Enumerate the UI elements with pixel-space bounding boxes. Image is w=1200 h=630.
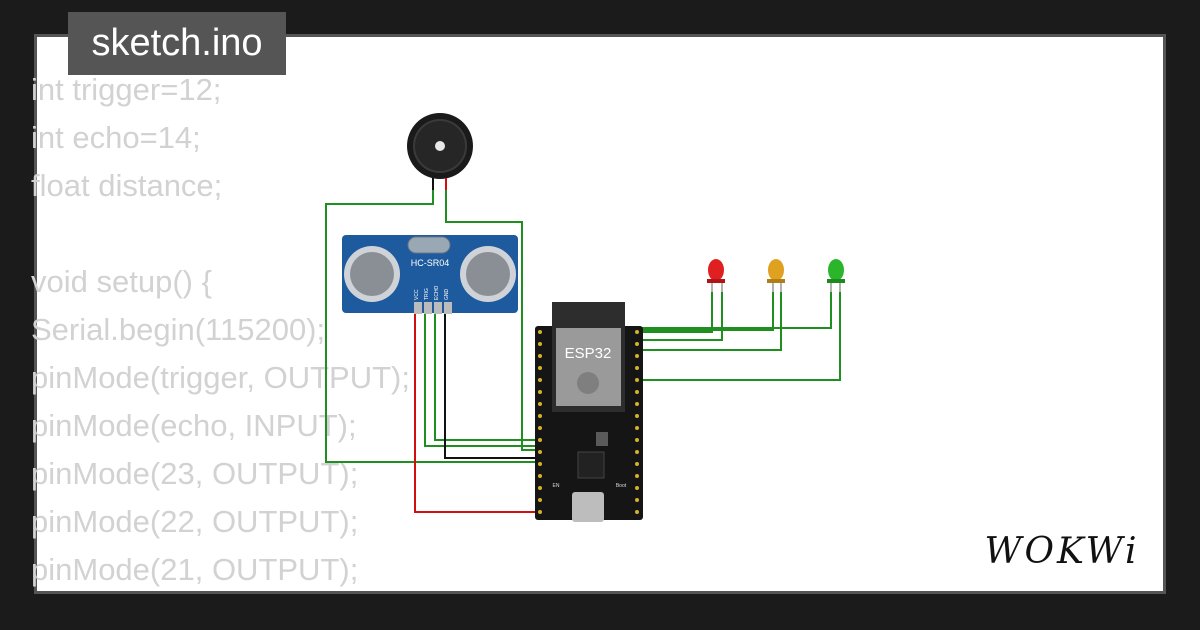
code-line: float distance; <box>31 168 223 203</box>
led-green[interactable] <box>827 259 845 292</box>
board-boot-label: Boot <box>616 483 627 489</box>
code-line: int trigger=12; <box>31 72 222 107</box>
code-line: pinMode(echo, INPUT); <box>31 408 357 443</box>
code-line: pinMode(22, OUTPUT); <box>31 504 359 539</box>
code-line: Serial.begin(115200); <box>31 312 326 347</box>
led-red[interactable] <box>707 259 725 292</box>
sensor-pin-echo: ECHO <box>434 285 440 300</box>
board-en-label: EN <box>553 483 560 489</box>
ultrasonic-sensor[interactable] <box>342 235 518 314</box>
wokwi-logo: WOKWi <box>984 531 1140 572</box>
code-preview: int trigger=12; int echo=14; float distanc… <box>31 66 410 594</box>
code-line: pinMode(trigger, OUTPUT); <box>31 360 410 395</box>
file-tab[interactable]: sketch.ino <box>68 12 286 75</box>
sensor-label: HC-SR04 <box>411 258 450 268</box>
buzzer[interactable] <box>407 113 473 190</box>
code-line: int echo=14; <box>31 120 201 155</box>
code-line: pinMode(23, OUTPUT); <box>31 456 359 491</box>
esp32-board[interactable] <box>535 302 643 522</box>
sensor-pin-gnd: GND <box>444 289 450 301</box>
board-pin-headers <box>538 330 639 514</box>
sensor-pin-trig: TRIG <box>424 288 430 300</box>
sensor-pin-vcc: VCC <box>414 289 420 300</box>
code-line: pinMode(21, OUTPUT); <box>31 552 359 587</box>
board-label: ESP32 <box>565 345 612 362</box>
code-line: void setup() { <box>31 264 212 299</box>
wires <box>325 190 841 513</box>
led-yellow[interactable] <box>767 259 785 292</box>
